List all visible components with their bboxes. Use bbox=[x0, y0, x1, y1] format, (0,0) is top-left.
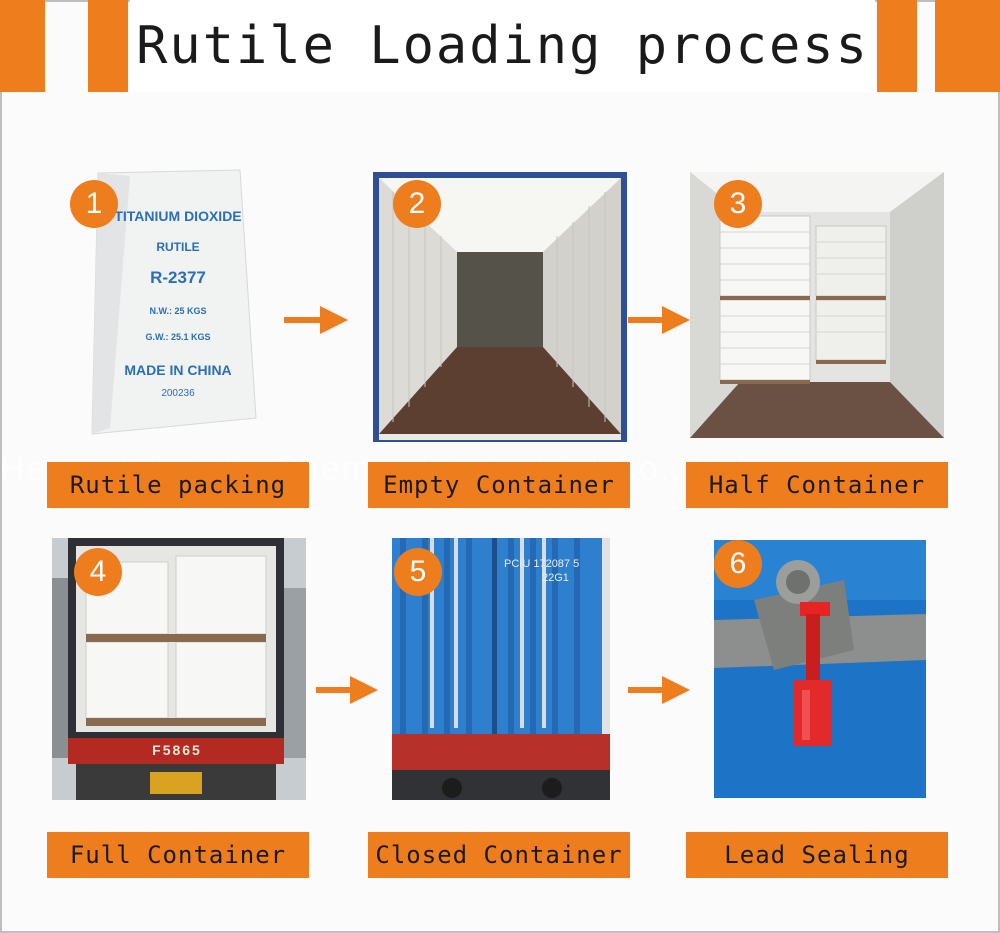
page-title: Rutile Loading process bbox=[130, 0, 875, 92]
step-badge-3: 3 bbox=[714, 180, 762, 228]
container-type-code: 22G1 bbox=[542, 572, 569, 584]
step-badge-1: 1 bbox=[70, 180, 118, 228]
empty-container-photo bbox=[373, 172, 627, 442]
step-badge-5: 5 bbox=[394, 548, 442, 596]
header-bar-right-outer bbox=[935, 0, 1000, 92]
step-label-1: Rutile packing bbox=[47, 462, 309, 508]
bag-line-grade: RUTILE bbox=[156, 240, 200, 254]
header-bar-left-inner bbox=[88, 0, 128, 92]
step-badge-4: 4 bbox=[74, 548, 122, 596]
rutile-bag-photo: TITANIUM DIOXIDE RUTILE R-2377 N.W.: 25 … bbox=[70, 168, 270, 438]
truck-plate: F5865 bbox=[152, 742, 202, 758]
step-label-6: Lead Sealing bbox=[686, 832, 948, 878]
header-bar-left-outer bbox=[0, 0, 45, 92]
arrow-right-icon bbox=[628, 306, 690, 334]
bag-line-model: R-2377 bbox=[150, 268, 206, 287]
step-badge-2: 2 bbox=[393, 180, 441, 228]
bag-line-product: TITANIUM DIOXIDE bbox=[114, 208, 242, 224]
step-label-4: Full Container bbox=[47, 832, 309, 878]
bag-line-batch: 200236 bbox=[161, 388, 195, 399]
arrow-right-icon bbox=[628, 676, 690, 704]
header-bar-right-inner bbox=[877, 0, 917, 92]
arrow-right-icon bbox=[316, 676, 378, 704]
arrow-right-icon bbox=[284, 306, 348, 334]
step-label-2: Empty Container bbox=[368, 462, 630, 508]
bag-line-origin: MADE IN CHINA bbox=[124, 362, 232, 378]
step-badge-6: 6 bbox=[714, 540, 762, 588]
bag-line-net-weight: N.W.: 25 KGS bbox=[149, 306, 207, 316]
container-number: PCIU 172087 5 bbox=[504, 558, 580, 570]
step-label-5: Closed Container bbox=[368, 832, 630, 878]
bag-line-gross-weight: G.W.: 25.1 KGS bbox=[145, 332, 211, 342]
step-label-3: Half Container bbox=[686, 462, 948, 508]
